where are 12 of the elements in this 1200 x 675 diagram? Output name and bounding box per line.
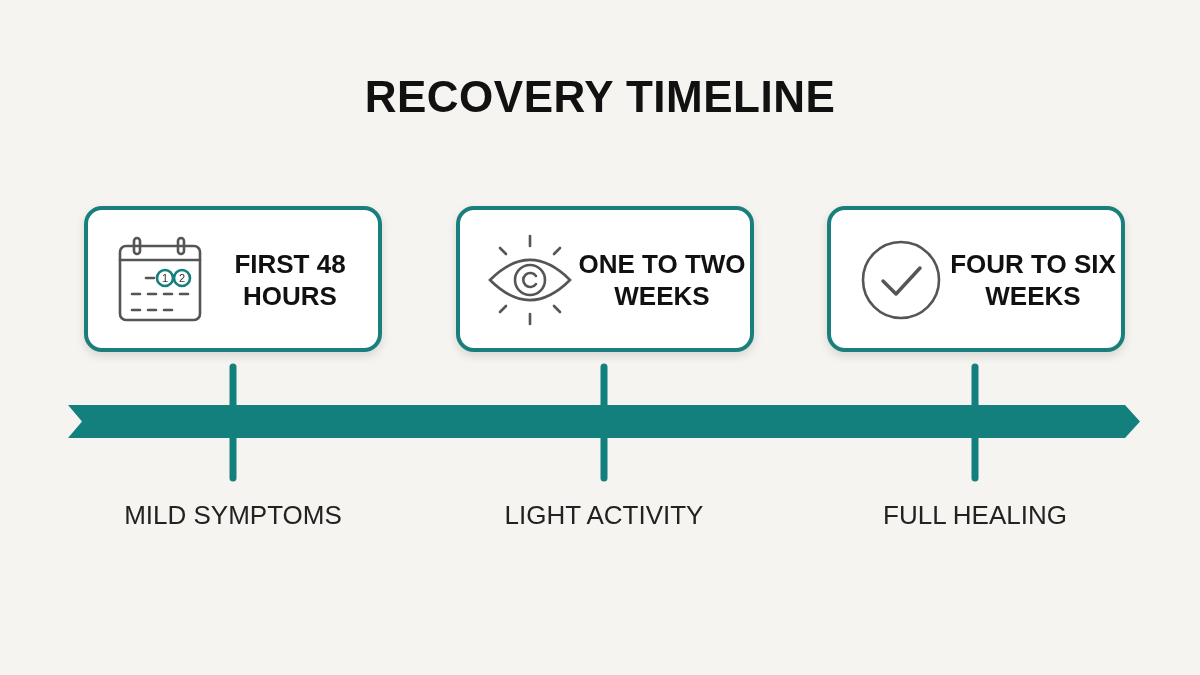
milestone-outcome: FULL HEALING bbox=[883, 500, 1067, 531]
milestone-outcome: LIGHT ACTIVITY bbox=[504, 500, 704, 531]
calendar-date-number: 2 bbox=[177, 272, 187, 284]
milestone-card bbox=[827, 206, 1125, 352]
milestone-period: FIRST 48 HOURS bbox=[233, 248, 347, 312]
milestone-card bbox=[84, 206, 382, 352]
title: RECOVERY TIMELINE bbox=[363, 72, 837, 122]
milestone-card bbox=[456, 206, 754, 352]
calendar-date-number: 1 bbox=[160, 272, 170, 284]
milestone-period: FOUR TO SIX WEEKS bbox=[949, 248, 1117, 312]
milestone-outcome: MILD SYMPTOMS bbox=[124, 500, 342, 531]
milestone-period: ONE TO TWO WEEKS bbox=[578, 248, 746, 312]
